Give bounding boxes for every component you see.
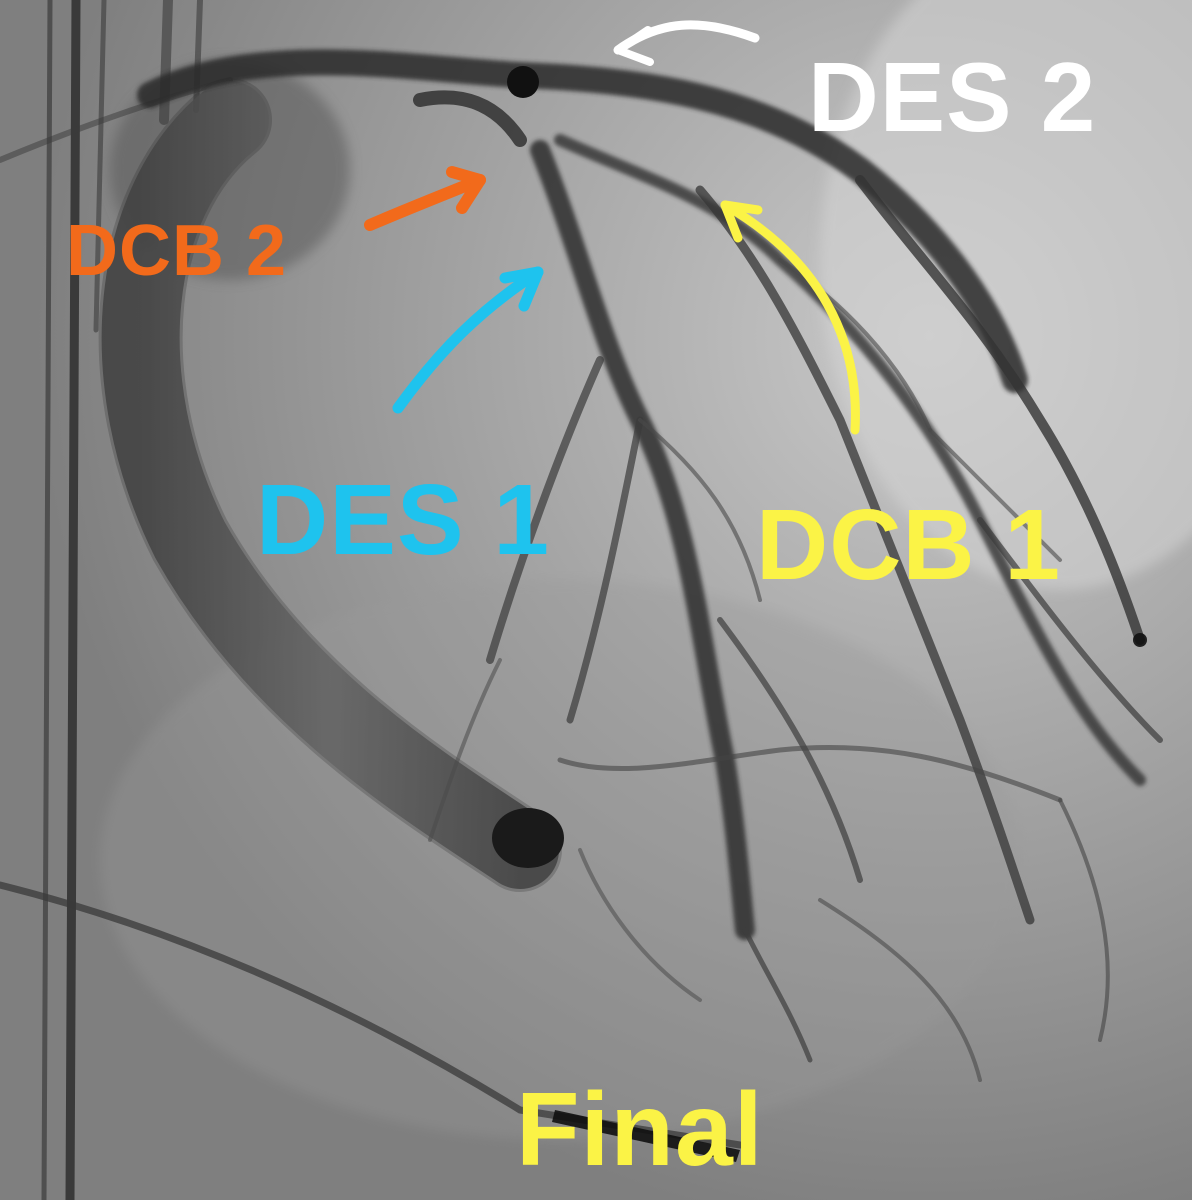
des1-arrow-icon xyxy=(392,266,544,414)
coronary-arteries xyxy=(137,49,1163,1082)
annotation-arrows xyxy=(364,20,860,435)
dcb1-arrowhead-icon xyxy=(720,200,763,243)
dcb2-arrow-icon xyxy=(364,174,486,231)
catheter-tip xyxy=(492,808,564,868)
vessel-node xyxy=(507,66,539,98)
des2-arrowhead-icon xyxy=(614,26,654,66)
des2-label: DES 2 xyxy=(808,42,1097,152)
guide-catheter xyxy=(101,81,559,889)
dcb2-label: DCB 2 xyxy=(66,211,288,291)
final-label: Final xyxy=(516,1072,764,1188)
dcb1-arrow-icon xyxy=(720,200,860,435)
dcb1-label: DCB 1 xyxy=(756,489,1062,601)
guide-wires xyxy=(0,0,744,1200)
des1-label: DES 1 xyxy=(256,464,551,576)
wire-marker xyxy=(552,1110,740,1162)
dcb2-arrowhead-icon xyxy=(446,166,486,214)
des1-arrowhead-icon xyxy=(499,266,544,312)
